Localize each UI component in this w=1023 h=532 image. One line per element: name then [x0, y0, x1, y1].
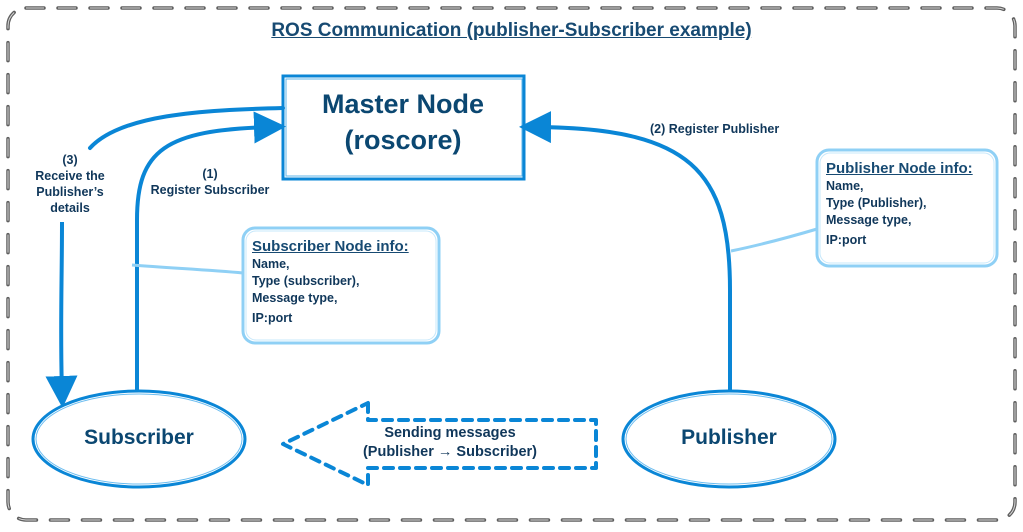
subscriber-info-line: IP:port — [252, 311, 293, 325]
subscriber-info-line: Message type, — [252, 291, 338, 305]
publisher-info-text: Publisher Node info: Name, Type (Publish… — [826, 160, 973, 249]
master-node-subtitle: (roscore) — [344, 125, 462, 155]
sending-messages-line2: (Publisher → Subscriber) — [362, 444, 538, 460]
sending-messages-arrow — [281, 401, 598, 487]
diagram-title: ROS Communication (publisher-Subscriber … — [271, 20, 752, 41]
sending-messages-label: Sending messages (Publisher → Subscriber… — [330, 424, 570, 462]
publisher-info-line: IP:port — [826, 233, 867, 247]
subscriber-info-line: Type (subscriber), — [252, 274, 360, 288]
step3-line1: Receive the — [35, 169, 105, 183]
master-node-label: Master Node (roscore) — [288, 86, 518, 158]
subscriber-info-connector — [131, 263, 244, 275]
subscriber-info-box-sketch — [245, 230, 437, 341]
subscriber-node-ellipse-sketch — [35, 393, 243, 485]
step1-label: (1) Register Subscriber — [140, 166, 280, 198]
publisher-info-line: Type (Publisher), — [826, 196, 927, 210]
master-node-title: Master Node — [321, 89, 485, 119]
subscriber-node-ellipse — [31, 389, 247, 489]
subscriber-info-text: Subscriber Node info: Name, Type (subscr… — [252, 238, 409, 327]
step2-label: (2) Register Publisher — [650, 122, 780, 136]
step3-number: (3) — [62, 153, 78, 167]
publisher-node-ellipse-sketch — [625, 393, 833, 485]
step3-line3: details — [50, 201, 90, 215]
arrow-receive-publisher-details-lower — [45, 221, 78, 408]
step1-text: Register Subscriber — [150, 183, 270, 197]
publisher-info-heading: Publisher Node info: — [826, 160, 973, 177]
subscriber-info-heading: Subscriber Node info: — [252, 238, 409, 255]
publisher-info-connector — [730, 227, 818, 253]
subscriber-info-box — [241, 226, 441, 345]
master-node-box — [281, 74, 526, 181]
arrow-register-subscriber — [135, 111, 286, 390]
publisher-info-line: Name, — [826, 179, 864, 193]
sending-messages-line1: Sending messages — [384, 425, 516, 441]
publisher-info-line: Message type, — [826, 213, 912, 227]
publisher-node-ellipse — [621, 389, 837, 489]
arrow-register-publisher — [519, 111, 732, 393]
arrow-receive-publisher-details — [88, 106, 285, 150]
step1-number: (1) — [202, 167, 218, 181]
step3-line2: Publisher’s — [36, 185, 104, 199]
outer-dashed-frame-inner — [7, 7, 1016, 521]
publisher-info-box — [815, 148, 999, 268]
step3-label: (3) Receive the Publisher’s details — [28, 152, 112, 216]
subscriber-node-label: Subscriber — [84, 426, 194, 449]
publisher-node-label: Publisher — [681, 426, 777, 449]
publisher-info-box-sketch — [819, 152, 995, 264]
subscriber-info-line: Name, — [252, 257, 290, 271]
